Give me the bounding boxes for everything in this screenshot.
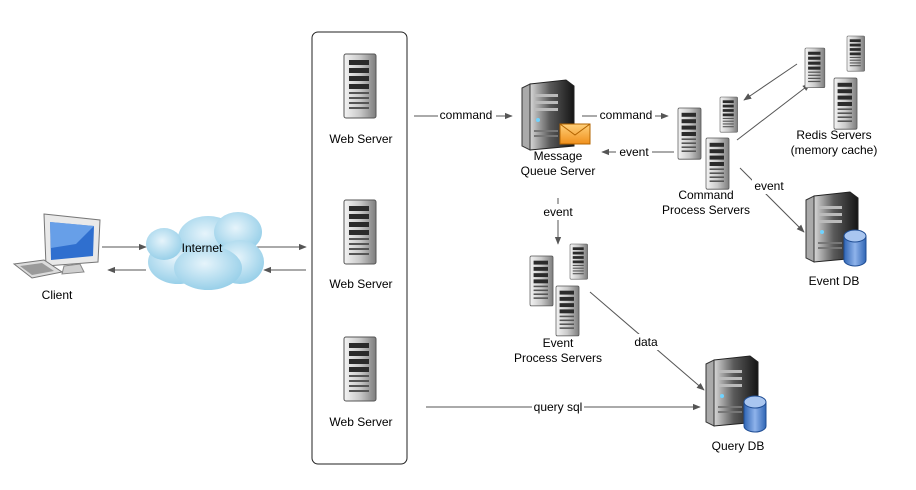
query-db-cylinder-icon <box>743 395 767 433</box>
mq-label-line2: Queue Server <box>521 164 596 178</box>
internet-label: Internet <box>182 241 223 255</box>
event-servers-label-line2: Process Servers <box>514 351 602 365</box>
edge-label-web-to-querydb: query sql <box>534 400 583 414</box>
web-server-3-label: Web Server <box>329 415 392 429</box>
query-db-label: Query DB <box>712 439 765 453</box>
edge-label-mq-to-cmd: command <box>600 108 653 122</box>
event-db-label: Event DB <box>809 274 860 288</box>
edge-label-event-to-querydb: data <box>634 335 658 349</box>
client-label: Client <box>42 288 73 302</box>
event-process-servers-icon <box>529 243 588 337</box>
edge-label-web-to-mq: command <box>440 108 493 122</box>
web-server-2-icon <box>343 199 377 265</box>
envelope-icon <box>559 123 591 145</box>
edge-cmd-to-eventdb <box>739 167 805 233</box>
redis-label-line1: Redis Servers <box>796 128 871 142</box>
cmd-label-line2: Process Servers <box>662 203 750 217</box>
web-server-1-label: Web Server <box>329 132 392 146</box>
mq-label-line1: Message <box>534 149 583 163</box>
edge-label-cmd-to-mq: event <box>619 145 649 159</box>
edge-label-mq-to-event: event <box>543 205 573 219</box>
cmd-label-line1: Command <box>678 188 733 202</box>
redis-servers-icon <box>804 35 865 130</box>
web-server-group-box <box>311 31 408 465</box>
web-server-1-icon <box>343 53 377 119</box>
client-computer-icon <box>12 213 101 279</box>
edge-cmd-to-redis <box>736 83 811 141</box>
web-server-3-icon <box>343 336 377 402</box>
web-server-2-label: Web Server <box>329 277 392 291</box>
command-process-servers-icon <box>677 96 738 190</box>
event-servers-label-line1: Event <box>543 336 574 350</box>
internet-cloud-icon <box>146 212 264 290</box>
redis-label-line2: (memory cache) <box>791 143 878 157</box>
edge-label-cmd-to-eventdb: event <box>754 179 784 193</box>
edge-redis-to-cmd <box>743 63 798 101</box>
event-db-cylinder-icon <box>843 229 867 267</box>
